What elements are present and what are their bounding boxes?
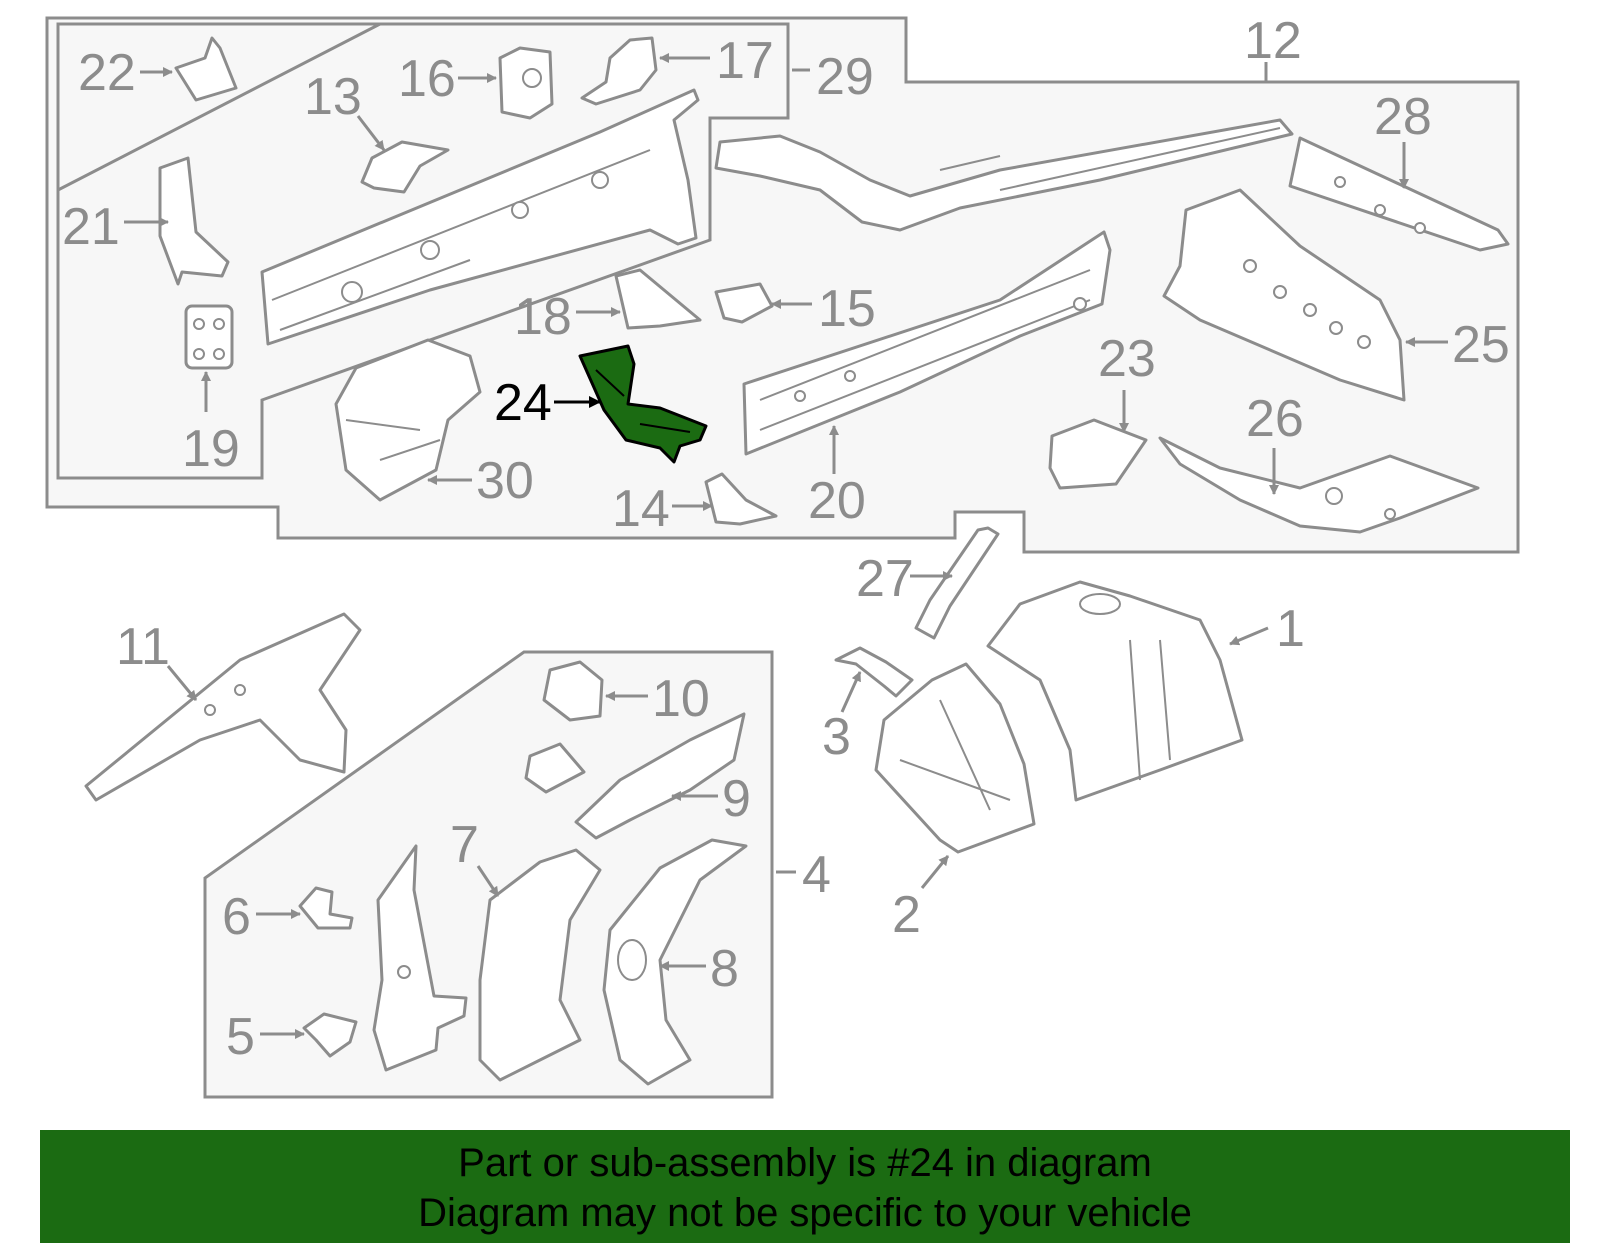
- callout-8: 8: [710, 940, 739, 998]
- callout-22: 22: [78, 44, 136, 102]
- part-30: [334, 338, 482, 502]
- callout-2: 2: [892, 886, 921, 944]
- part-20: [742, 230, 1112, 456]
- callout-24: 24: [494, 374, 552, 432]
- part-8: [602, 838, 748, 1086]
- part-bracket: [524, 742, 586, 794]
- part-2: [874, 662, 1036, 854]
- callout-17: 17: [716, 32, 774, 90]
- callout-15: 15: [818, 280, 876, 338]
- callout-11: 11: [116, 618, 170, 676]
- part-28: [1288, 136, 1510, 252]
- part-19: [184, 304, 234, 370]
- callout-1: 1: [1276, 600, 1305, 658]
- callout-3: 3: [822, 708, 851, 766]
- callout-7: 7: [450, 816, 479, 874]
- part-7: [478, 848, 602, 1082]
- part-23: [1048, 418, 1148, 490]
- part-12-rail: [714, 118, 1294, 232]
- part-3: [834, 646, 914, 698]
- part-13: [360, 140, 450, 194]
- part-9: [574, 712, 746, 840]
- footer-line-1: Part or sub-assembly is #24 in diagram: [458, 1141, 1152, 1185]
- callout-5: 5: [226, 1008, 255, 1066]
- callout-9: 9: [722, 770, 751, 828]
- callout-13: 13: [304, 68, 362, 126]
- callout-26: 26: [1246, 390, 1304, 448]
- callout-30: 30: [476, 452, 534, 510]
- callout-29: 29: [816, 48, 874, 106]
- part-15: [714, 282, 774, 324]
- part-10: [542, 660, 604, 722]
- callout-18: 18: [514, 288, 572, 346]
- footer-line-2: Diagram may not be specific to your vehi…: [418, 1191, 1192, 1235]
- part-21: [158, 156, 230, 286]
- footer-banner: Part or sub-assembly is #24 in diagram D…: [40, 1130, 1570, 1243]
- part-18: [614, 268, 702, 330]
- callout-14: 14: [612, 480, 670, 538]
- part-22: [174, 36, 238, 102]
- callout-6: 6: [222, 888, 251, 946]
- callout-19: 19: [182, 420, 240, 478]
- part-1: [986, 580, 1244, 802]
- callout-10: 10: [652, 670, 710, 728]
- part-14: [704, 472, 778, 526]
- part-17: [580, 36, 658, 106]
- callout-27: 27: [856, 550, 914, 608]
- callout-16: 16: [398, 50, 456, 108]
- callout-21: 21: [62, 198, 120, 256]
- part-11: [84, 612, 362, 802]
- part-24-highlighted: [578, 344, 708, 464]
- part-5: [302, 1012, 358, 1058]
- callout-12: 12: [1244, 12, 1302, 70]
- callout-4: 4: [802, 846, 831, 904]
- callout-25: 25: [1452, 316, 1510, 374]
- part-6: [298, 886, 354, 930]
- part-27: [914, 526, 1000, 640]
- callout-28: 28: [1374, 88, 1432, 146]
- callout-20: 20: [808, 472, 866, 530]
- part-pillar: [372, 844, 468, 1072]
- callout-23: 23: [1098, 330, 1156, 388]
